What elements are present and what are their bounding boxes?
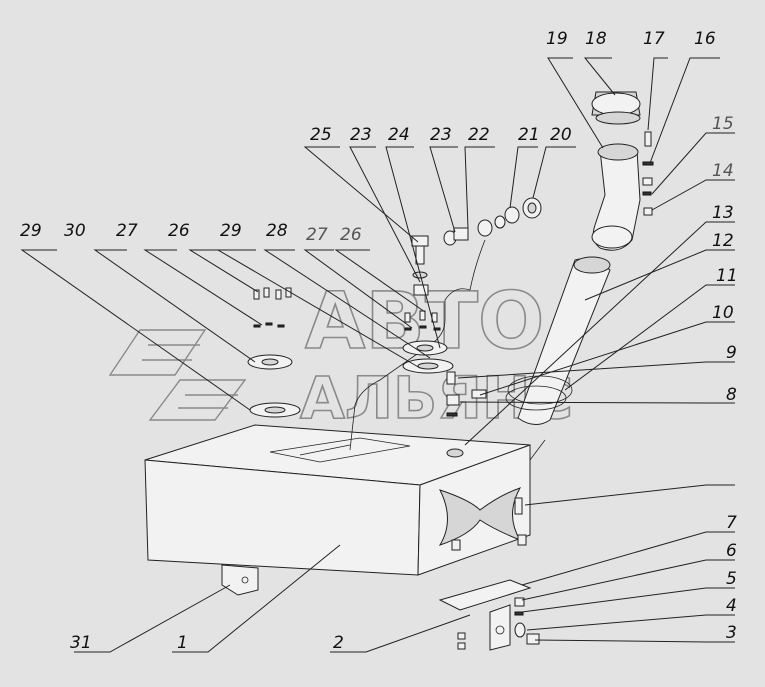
label-30: 30 [64,221,86,241]
label-2: 2 [333,633,344,653]
label-23a: 23 [350,125,372,145]
fittings [443,197,542,246]
label-15: 15 [712,114,734,134]
label-8: 8 [726,385,737,405]
label-29b: 29 [220,221,242,241]
label-26a: 26 [168,221,190,241]
label-6: 6 [726,541,737,561]
label-26b: 26 [340,225,362,245]
fuel-tank-body [144,424,546,596]
label-14: 14 [712,161,734,181]
label-23b: 23 [430,125,452,145]
label-16: 16 [694,29,716,49]
fuel-pipe [349,239,486,451]
bolt [411,235,429,296]
label-5: 5 [726,569,737,589]
label-27b: 27 [306,225,328,245]
mounting-bracket [438,497,540,651]
label-13: 13 [712,203,734,223]
filler-hose [446,256,611,425]
small-fasteners [642,131,654,216]
label-18: 18 [585,29,607,49]
label-11: 11 [716,266,738,286]
label-31: 31 [70,633,92,653]
filler-neck [591,91,641,251]
label-7: 7 [726,513,737,533]
watermark-logo [108,329,247,421]
label-27a: 27 [116,221,138,241]
label-4: 4 [726,596,737,616]
screws [253,287,441,331]
leader-lines [20,57,735,653]
flange-parts [247,340,454,418]
label-21: 21 [518,125,540,145]
label-3: 3 [726,623,737,643]
label-12: 12 [712,231,734,251]
label-9: 9 [726,343,737,363]
part-labels: 31 1 2 3 4 5 6 7 8 9 10 11 12 13 14 15 1… [20,29,738,653]
label-17: 17 [643,29,665,49]
label-29a: 29 [20,221,42,241]
label-22: 22 [468,125,490,145]
label-24: 24 [388,125,410,145]
label-10: 10 [712,303,734,323]
label-25: 25 [310,125,332,145]
label-19: 19 [546,29,568,49]
label-20: 20 [550,125,572,145]
label-1: 1 [177,633,188,653]
label-28: 28 [266,221,288,241]
